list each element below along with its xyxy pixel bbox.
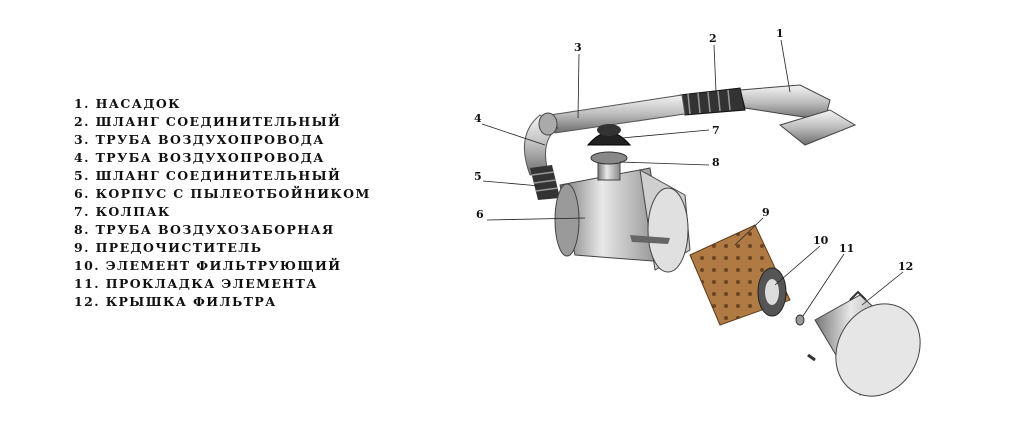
legend-item: 6. КОРПУС С ПЫЛЕОТБОЙНИКОМ [74, 186, 371, 201]
callout-11: 11 [839, 242, 854, 255]
legend-item: 5. ШЛАНГ СОЕДИНИТЕЛЬНЫЙ [74, 168, 342, 183]
callout-5: 5 [474, 170, 482, 183]
callout-4: 4 [474, 112, 482, 125]
legend-item: 12. КРЫШКА ФИЛЬТРА [74, 294, 277, 309]
cap-part [586, 124, 632, 181]
callout-8: 8 [712, 156, 720, 169]
connecting-hose-lower [530, 165, 560, 200]
legend-item: 9. ПРЕДОЧИСТИТЕЛЬ [74, 240, 263, 255]
callout-3: 3 [574, 41, 582, 54]
legend-item: 10. ЭЛЕМЕНТ ФИЛЬТРУЮЩИЙ [74, 258, 342, 273]
callout-12: 12 [898, 260, 913, 273]
callout-1: 1 [776, 27, 784, 40]
leader-lines [481, 39, 904, 317]
legend-item: 4. ТРУБА ВОЗДУХОПРОВОДА [74, 150, 325, 165]
legend-item: 1. НАСАДОК [74, 96, 181, 111]
legend-item: 11. ПРОКЛАДКА ЭЛЕМЕНТА [74, 276, 318, 291]
filter-cover-part [807, 290, 921, 397]
callout-9: 9 [762, 206, 770, 219]
legend-item: 2. ШЛАНГ СОЕДИНИТЕЛЬНЫЙ [74, 114, 342, 129]
callout-7: 7 [712, 124, 720, 137]
legend-item: 8. ТРУБА ВОЗДУХОЗАБОРНАЯ [74, 222, 335, 237]
legend-item: 3. ТРУБА ВОЗДУХОПРОВОДА [74, 132, 325, 147]
callout-6: 6 [476, 208, 484, 221]
connecting-hose-upper [679, 87, 746, 116]
callout-10: 10 [813, 234, 829, 247]
housing-part [554, 167, 691, 273]
legend-item: 7. КОЛПАК [74, 204, 171, 219]
gasket-part [795, 314, 805, 326]
parts-legend: 1. НАСАДОК 2. ШЛАНГ СОЕДИНИТЕЛЬНЫЙ 3. ТР… [74, 95, 371, 311]
callout-2: 2 [709, 32, 717, 45]
filter-element-part [757, 267, 787, 317]
nozzle-part [739, 84, 857, 146]
